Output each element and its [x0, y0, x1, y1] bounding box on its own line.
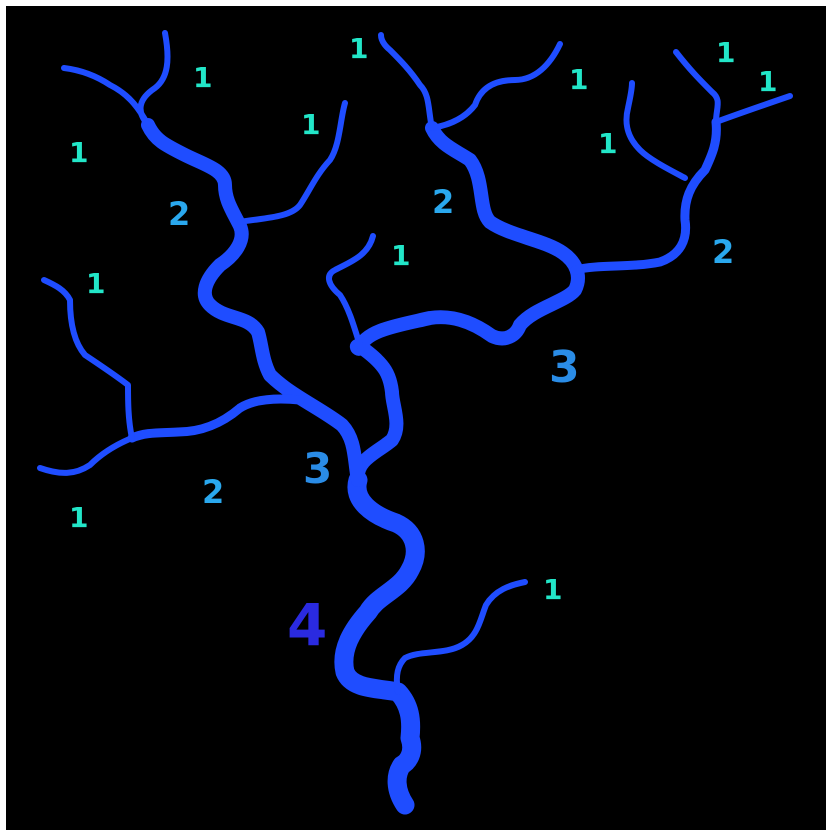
- stream-order-1-h: [676, 52, 718, 122]
- stream-order-2-a: [132, 399, 300, 438]
- stream-network: [6, 6, 826, 830]
- order-2-label: 2: [202, 476, 224, 508]
- order-1-label: 1: [758, 68, 777, 96]
- order-1-label: 1: [193, 64, 212, 92]
- order-1-label: 1: [69, 139, 88, 167]
- stream-order-1-a: [64, 68, 148, 125]
- stream-order-3-left: [148, 125, 358, 480]
- stream-order-1-l: [397, 582, 525, 692]
- stream-order-1-i: [716, 96, 790, 122]
- order-3-label: 3: [549, 346, 580, 390]
- order-1-label: 1: [349, 35, 368, 63]
- order-2-label: 2: [712, 236, 734, 268]
- order-1-label: 1: [301, 111, 320, 139]
- order-3-label: 3: [303, 448, 332, 490]
- stream-order-1-e: [381, 35, 432, 128]
- order-2-label: 2: [432, 186, 454, 218]
- stream-order-3-main: [357, 128, 578, 480]
- order-1-label: 1: [69, 504, 88, 532]
- stream-order-1-c: [240, 103, 345, 222]
- stream-order-1-b: [141, 33, 168, 125]
- order-2-label: 2: [168, 198, 190, 230]
- order-1-label: 1: [86, 270, 105, 298]
- stream-order-1-f: [432, 44, 560, 128]
- stream-order-2-b: [575, 122, 716, 270]
- stream-order-1-j: [44, 280, 132, 438]
- order-1-label: 1: [569, 66, 588, 94]
- stream-order-1-g: [626, 83, 685, 178]
- order-1-label: 1: [543, 576, 562, 604]
- order-4-label: 4: [287, 596, 327, 654]
- order-1-label: 1: [598, 130, 617, 158]
- stream-order-1-k: [40, 438, 132, 473]
- diagram-canvas: 1 1 1 1 1 1 1 1 1 1 1 1 2 2 2 2 3 3 4: [6, 6, 826, 830]
- order-1-label: 1: [391, 242, 410, 270]
- order-1-label: 1: [716, 39, 735, 67]
- stream-order-4: [344, 480, 415, 805]
